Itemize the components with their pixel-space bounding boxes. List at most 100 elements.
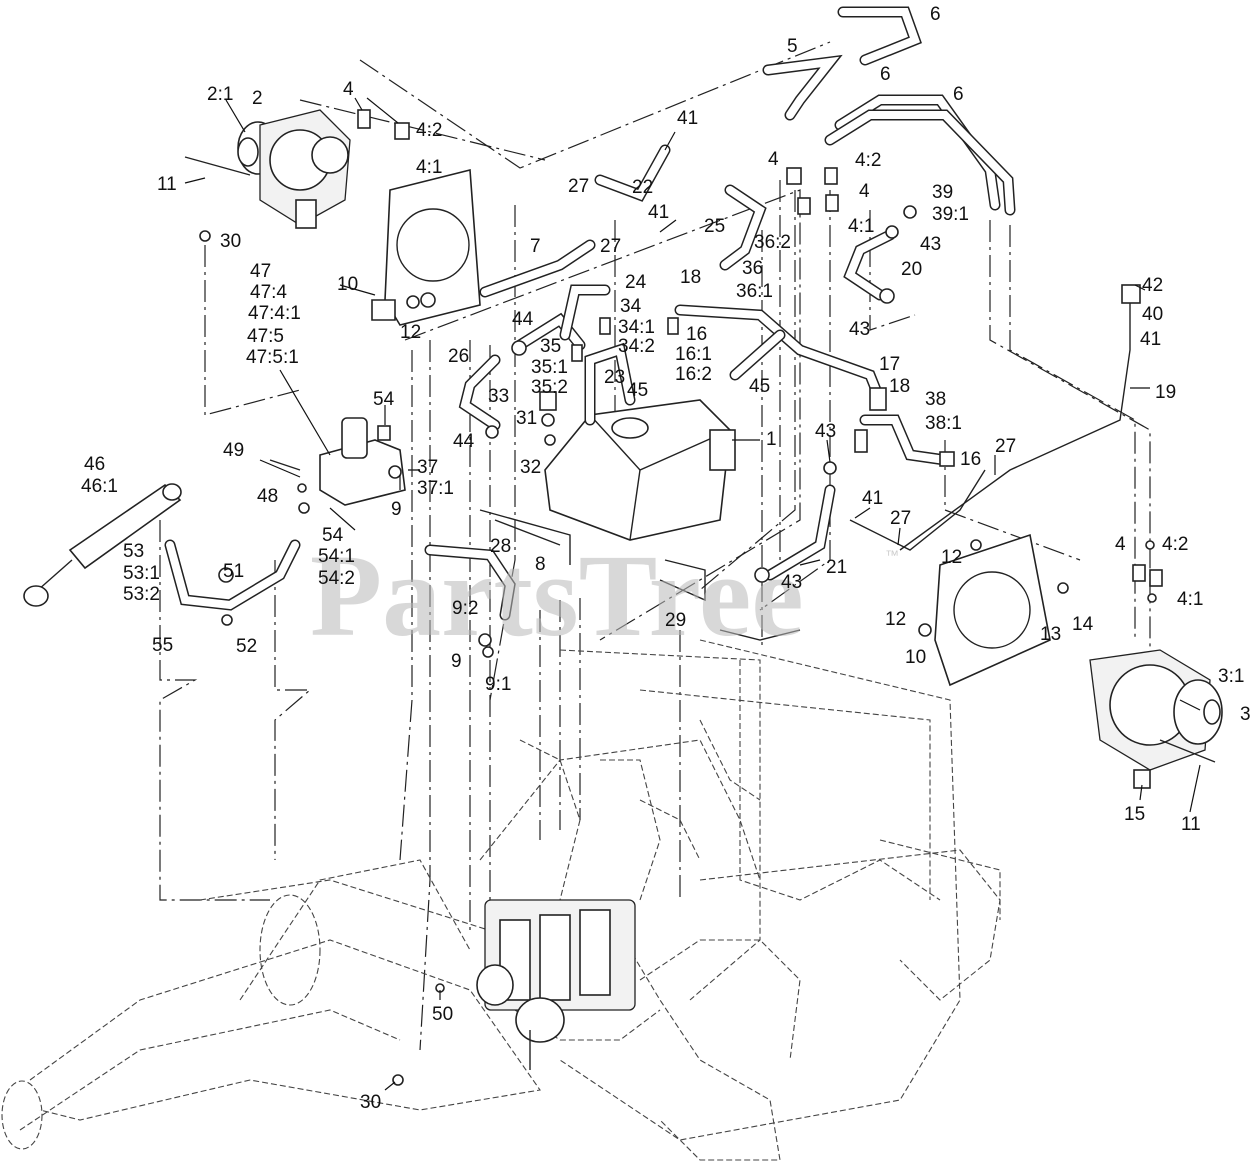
callout-4a: 4 — [343, 79, 354, 100]
callout-34: 34 — [620, 296, 642, 317]
callout-54b: 54 — [322, 525, 344, 546]
callout-47: 47 — [250, 261, 271, 282]
callout-51: 51 — [223, 561, 244, 582]
callout-41d: 41 — [862, 488, 883, 509]
callout-47-5-1: 47:5:1 — [246, 347, 299, 368]
callout-55: 55 — [152, 635, 173, 656]
callout-47-4-1: 47:4:1 — [248, 303, 301, 324]
hydraulic-control-valve — [476, 899, 636, 1070]
callout-34-2: 34:2 — [618, 336, 655, 357]
callout-19: 19 — [1155, 382, 1176, 403]
callout-45a: 45 — [627, 380, 648, 401]
callout-2: 2 — [252, 88, 263, 109]
callout-29: 29 — [665, 610, 686, 631]
callout-13: 13 — [1040, 624, 1061, 645]
mounting-plates — [371, 168, 1051, 687]
callout-41b: 41 — [648, 202, 669, 223]
callout-27b: 27 — [600, 236, 621, 257]
callout-37: 37 — [417, 457, 438, 478]
callout-35-1: 35:1 — [531, 357, 568, 378]
callout-54-2: 54:2 — [318, 568, 355, 589]
chassis-frame — [1, 639, 1001, 1161]
callout-36-1: 36:1 — [736, 281, 773, 302]
watermark: PartsTree ™ — [310, 530, 899, 661]
callout-9a: 9 — [391, 499, 402, 520]
callout-49: 49 — [223, 440, 244, 461]
callout-47-5: 47:5 — [247, 326, 284, 347]
callout-33: 33 — [488, 386, 509, 407]
callout-18a: 18 — [680, 267, 701, 288]
callout-9-1: 9:1 — [485, 674, 511, 695]
callout-8: 8 — [535, 554, 546, 575]
callout-27c: 27 — [995, 436, 1016, 457]
callout-4-1b: 4:1 — [848, 216, 874, 237]
callout-14: 14 — [1072, 614, 1094, 635]
callout-35: 35 — [540, 336, 561, 357]
callout-16a: 16 — [686, 324, 707, 345]
callout-53-1: 53:1 — [123, 563, 160, 584]
callout-4-1a: 4:1 — [416, 157, 442, 178]
callout-2-1: 2:1 — [207, 84, 233, 105]
hydraulic-tank — [544, 399, 736, 541]
callout-4-2a: 4:2 — [416, 120, 442, 141]
callout-6a: 6 — [930, 4, 941, 25]
hydraulic-pump-left — [184, 109, 351, 229]
callout-38: 38 — [925, 389, 946, 410]
watermark-trademark: ™ — [885, 547, 899, 563]
callout-37-1: 37:1 — [417, 478, 454, 499]
callout-16-1: 16:1 — [675, 344, 712, 365]
callout-4c: 4 — [859, 181, 870, 202]
callout-43b: 43 — [849, 319, 870, 340]
callout-30a: 30 — [220, 231, 241, 252]
callout-46-1: 46:1 — [81, 476, 118, 497]
callout-38-1: 38:1 — [925, 413, 962, 434]
callout-17: 17 — [879, 354, 900, 375]
callout-23: 23 — [604, 367, 625, 388]
callout-36-2: 36:2 — [754, 232, 791, 253]
callout-7: 7 — [530, 236, 541, 257]
callout-9-2: 9:2 — [452, 598, 478, 619]
callout-6c: 6 — [953, 84, 964, 105]
callout-43d: 43 — [781, 572, 802, 593]
callout-46: 46 — [84, 454, 105, 475]
callout-1: 1 — [766, 429, 777, 450]
callout-34-1: 34:1 — [618, 317, 655, 338]
callout-15: 15 — [1124, 804, 1145, 825]
hydraulic-pump-right — [1089, 649, 1223, 789]
callout-43a: 43 — [920, 234, 941, 255]
callout-20: 20 — [901, 259, 922, 280]
callout-10a: 10 — [337, 274, 358, 295]
callout-41a: 41 — [677, 108, 698, 129]
callout-44b: 44 — [453, 431, 475, 452]
callout-24: 24 — [625, 272, 647, 293]
callout-22: 22 — [632, 177, 653, 198]
callout-6b: 6 — [880, 64, 891, 85]
callout-39-1: 39:1 — [932, 204, 969, 225]
callout-43c: 43 — [815, 421, 836, 442]
callout-54a: 54 — [373, 389, 395, 410]
callout-12a: 12 — [400, 322, 421, 343]
leader-lines — [184, 97, 1201, 1091]
callout-41c: 41 — [1140, 329, 1161, 350]
callout-11b: 11 — [1181, 814, 1201, 835]
relief-valve-block — [319, 417, 406, 506]
callout-53: 53 — [123, 541, 144, 562]
callout-31: 31 — [516, 408, 537, 429]
callout-40: 40 — [1142, 304, 1163, 325]
callout-25: 25 — [704, 216, 725, 237]
callout-44a: 44 — [512, 309, 534, 330]
callout-5: 5 — [787, 36, 798, 57]
callout-32: 32 — [520, 457, 541, 478]
callout-4-1c: 4:1 — [1177, 589, 1203, 610]
callout-28: 28 — [490, 536, 511, 557]
callout-48: 48 — [257, 486, 278, 507]
callout-53-2: 53:2 — [123, 584, 160, 605]
callout-4d: 4 — [1115, 534, 1126, 555]
callout-42: 42 — [1142, 275, 1163, 296]
callout-3-1: 3:1 — [1218, 666, 1244, 687]
lift-cylinder — [23, 483, 182, 607]
callout-18b: 18 — [889, 376, 910, 397]
